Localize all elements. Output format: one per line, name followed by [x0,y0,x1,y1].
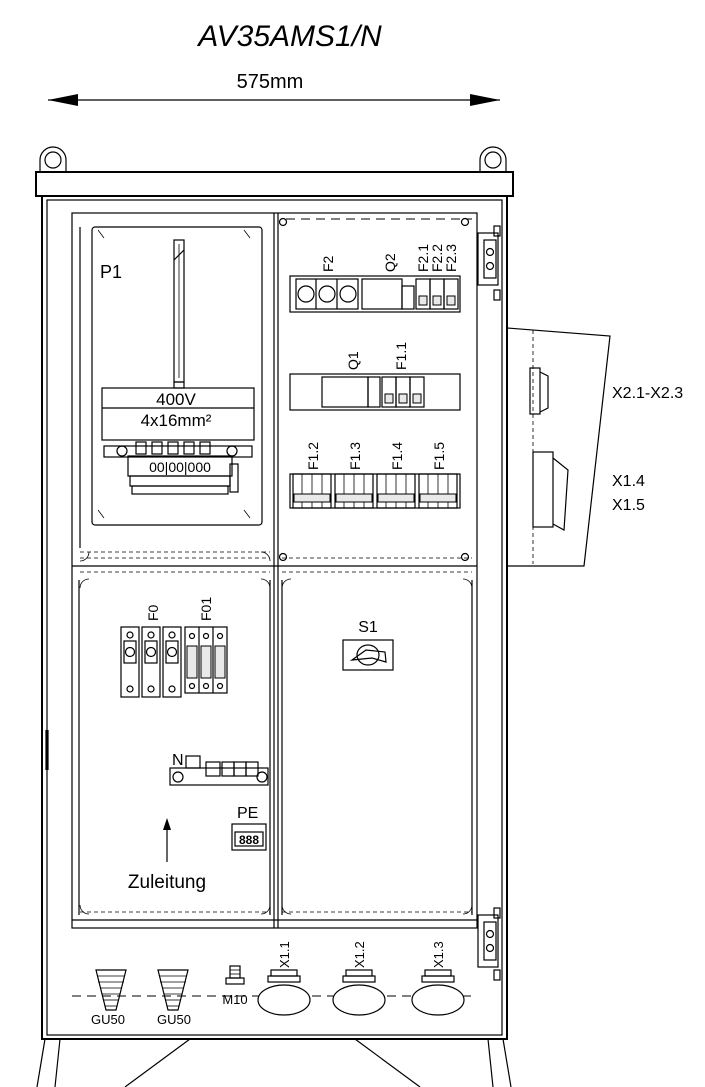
label-x1-5: X1.5 [612,497,645,514]
label-q2: Q2 [382,253,398,272]
label-f1-2: F1.2 [305,442,321,470]
pe-terminal-digits: 888 [239,833,259,847]
socket-x1-3: X1.3 [411,941,465,1016]
cabinet-feet [36,1038,512,1087]
meter-voltage: 400V [156,390,196,409]
diagram-title: AV35AMS1/N [196,20,382,53]
label-q1: Q1 [345,351,361,370]
cabinet-roof [35,171,514,197]
label-x1-2: X1.2 [352,941,367,968]
meter-terminal-digits: 00|00|000 [149,459,211,475]
pe-terminal: PE 888 [231,805,267,851]
label-zuleitung: Zuleitung [128,872,206,893]
bottom-sockets: X1.1 X1.2 X1.3 [72,941,477,1016]
panel-grid [72,213,477,928]
m10-ground-bolt: M10 [222,965,248,1007]
side-socket-box: X2.1-X2.3 X1.4 X1.5 [506,327,683,567]
label-gland-1: GU50 [91,1012,125,1027]
label-f1-5: F1.5 [431,442,447,470]
label-x1-3: X1.3 [431,941,446,968]
label-x2-range: X2.1-X2.3 [612,385,683,402]
hinge-bottom [477,907,501,981]
lifting-eye-left [39,146,67,172]
label-f2-2: F2.2 [429,244,445,272]
f0-fuse-block: F0 [120,604,182,698]
hinge-top [477,225,501,301]
label-gland-2: GU50 [157,1012,191,1027]
n-terminal-bar: N [169,752,269,786]
top-rail-devices: F2 Q2 F2.1 F2.2 F2.3 [289,244,461,313]
middle-rail-devices: Q1 F1.1 [289,342,461,411]
meter-panel: P1 400V 4x16mm² 00|00|000 [91,226,263,526]
socket-x1-2: X1.2 [332,941,386,1016]
cable-gland-2: GU50 [157,969,191,1027]
label-f2: F2 [320,255,336,272]
label-n: N [172,752,184,769]
meter-label: P1 [100,262,122,282]
cable-gland-1: GU50 [91,969,127,1027]
label-f0: F0 [145,604,161,621]
meter-cable: 4x16mm² [141,411,212,430]
label-f1-4: F1.4 [389,442,405,470]
label-f1-1: F1.1 [393,342,409,370]
label-f2-1: F2.1 [415,244,431,272]
label-f2-3: F2.3 [443,244,459,272]
s1-main-switch: S1 [342,619,394,671]
width-dimension: 575mm [48,71,500,106]
label-s1: S1 [358,619,378,636]
label-pe: PE [237,805,258,822]
lower-rail-devices: F1.2 F1.3 F1.4 F1.5 [289,442,461,509]
label-f1-3: F1.3 [347,442,363,470]
label-m10: M10 [222,992,247,1007]
width-label: 575mm [237,71,304,93]
f01-surge-arrester: F01 [184,597,228,694]
label-x1-4: X1.4 [612,473,645,490]
label-x1-1: X1.1 [277,941,292,968]
supply-arrow: Zuleitung [128,818,206,893]
lifting-eye-right [479,146,507,172]
socket-x1-1: X1.1 [257,941,311,1016]
label-f01: F01 [198,597,214,621]
